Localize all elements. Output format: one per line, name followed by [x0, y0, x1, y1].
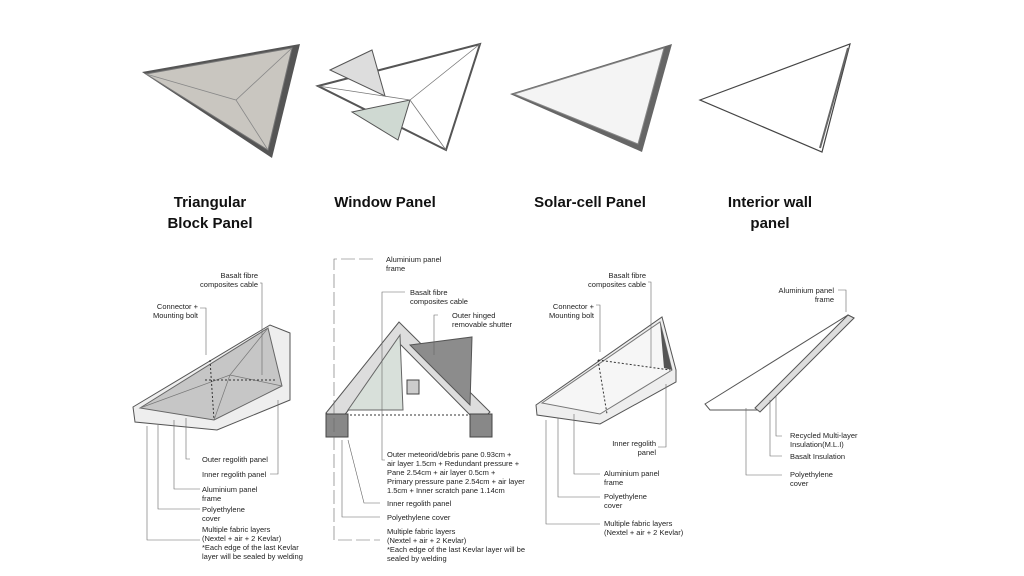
label-aluminium-frame: Aluminium panel frame: [202, 485, 258, 503]
label-aluminium-frame: Aluminium panel frame: [386, 255, 442, 273]
label-window-panes: Outer meteorid/debris pane 0.93cm + air …: [387, 450, 525, 495]
label-fabric-layers: Multiple fabric layers (Nextel + air + 2…: [387, 527, 525, 563]
title-line: Window Panel: [334, 194, 436, 211]
label-basalt-cable: Basalt fibre composites cable: [200, 271, 258, 289]
label-aluminium-frame: Aluminium panel frame: [778, 286, 834, 304]
label-fabric-layers: Multiple fabric layers (Nextel + air + 2…: [202, 525, 303, 561]
solar-cell-panel-top: [510, 44, 672, 152]
label-connector: Connector + Mounting bolt: [548, 302, 594, 320]
label-inner-regolith: Inner regolith panel: [202, 470, 267, 479]
triangular-block-panel-section: [132, 282, 291, 541]
title-line: panel: [750, 215, 790, 232]
interior-wall-panel-section: [704, 289, 855, 476]
label-outer-regolith: Outer regolith panel: [202, 455, 268, 464]
label-aluminium-frame: Aluminium panel frame: [604, 469, 660, 487]
title-line: Interior wall: [727, 194, 813, 211]
triangular-block-panel-top: [142, 44, 300, 158]
label-polyethylene: Polyethylene cover: [604, 492, 647, 510]
label-fabric-layers: Multiple fabric layers (Nextel + air + 2…: [604, 519, 684, 537]
title-line: Solar-cell Panel: [534, 194, 646, 211]
label-inner-regolith: Inner regolith panel: [387, 499, 452, 508]
title-solar-cell-panel: Solar-cell Panel: [520, 192, 660, 213]
label-basalt-cable: Basalt fibre composites cable: [588, 271, 646, 289]
solar-cell-panel-section: [535, 281, 677, 525]
label-mli: Recycled Multi-layer Insulation(M.L.I): [790, 431, 858, 449]
window-panel-top: [315, 42, 482, 152]
title-interior-wall-panel: Interior wall panel: [700, 192, 840, 234]
label-inner-regolith: Inner regolith panel: [612, 439, 656, 457]
title-line: Triangular: [173, 194, 247, 211]
label-shutter: Outer hinged removable shutter: [452, 311, 513, 329]
label-basalt-insulation: Basalt Insulation: [790, 452, 846, 461]
interior-wall-panel-top: [698, 43, 851, 153]
label-polyethylene: Polyethylene cover: [790, 470, 833, 488]
label-basalt-cable: Basalt fibre composites cable: [410, 288, 468, 306]
window-panel-section: [325, 258, 493, 541]
title-line: Block Panel: [167, 215, 253, 232]
label-polyethylene: Polyethylene cover: [387, 513, 451, 522]
title-window-panel: Window Panel: [315, 192, 455, 213]
label-polyethylene: Polyethylene cover: [202, 505, 245, 523]
label-connector: Connector + Mounting bolt: [152, 302, 198, 320]
